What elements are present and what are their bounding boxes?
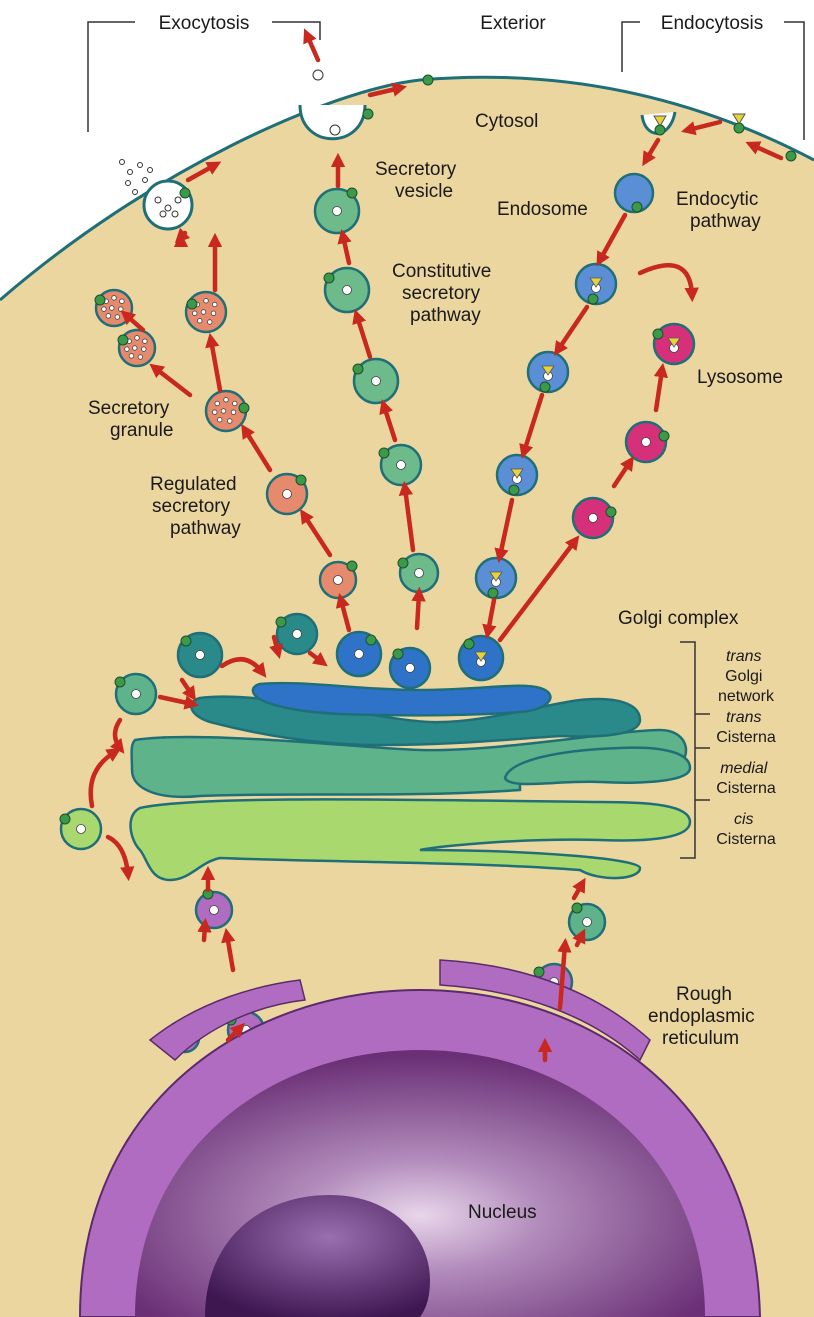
endosome-vesicle [576,264,616,304]
trans-golgi-vesicle [178,633,222,677]
lysosome-vesicle [653,324,694,364]
endocytosis-label: Endocytosis [661,13,763,34]
arrow [204,925,205,940]
endosome-vesicle [528,352,568,392]
constitutive-vesicle [315,188,359,233]
er-vesicle [569,903,605,940]
arrow [417,594,419,628]
granule-vesicle [95,290,132,326]
exocytosis-label: Exocytosis [159,13,250,34]
golgi-complex-label: Golgi complex [618,608,739,629]
endocytic-pathway-label: Endocytic pathway [676,189,764,232]
tgn-vesicle [337,632,381,676]
regulated-vesicle [320,561,357,598]
cytosol-label: Cytosol [475,111,538,132]
lysosome-label: Lysosome [697,367,783,388]
tgn-vesicle [390,648,430,688]
medial-golgi-vesicle [115,674,156,714]
constitutive-vesicle [353,359,398,403]
nucleus-label: Nucleus [468,1202,537,1223]
constitutive-vesicle [379,445,421,485]
regulated-vesicle [267,474,307,514]
endosome-vesicle [476,558,516,598]
constitutive-vesicle [324,268,369,312]
endosome-vesicle [615,174,653,212]
constitutive-vesicle [398,554,438,592]
tgn-vesicle [459,636,503,680]
exterior-label: Exterior [480,13,546,34]
granule-vesicle [186,292,226,332]
endosome-label: Endosome [497,199,588,220]
trans-golgi-vesicle [276,614,317,654]
granule-vesicle [118,330,155,366]
endosome-vesicle [497,455,537,495]
cis-golgi-vesicle [60,809,101,849]
